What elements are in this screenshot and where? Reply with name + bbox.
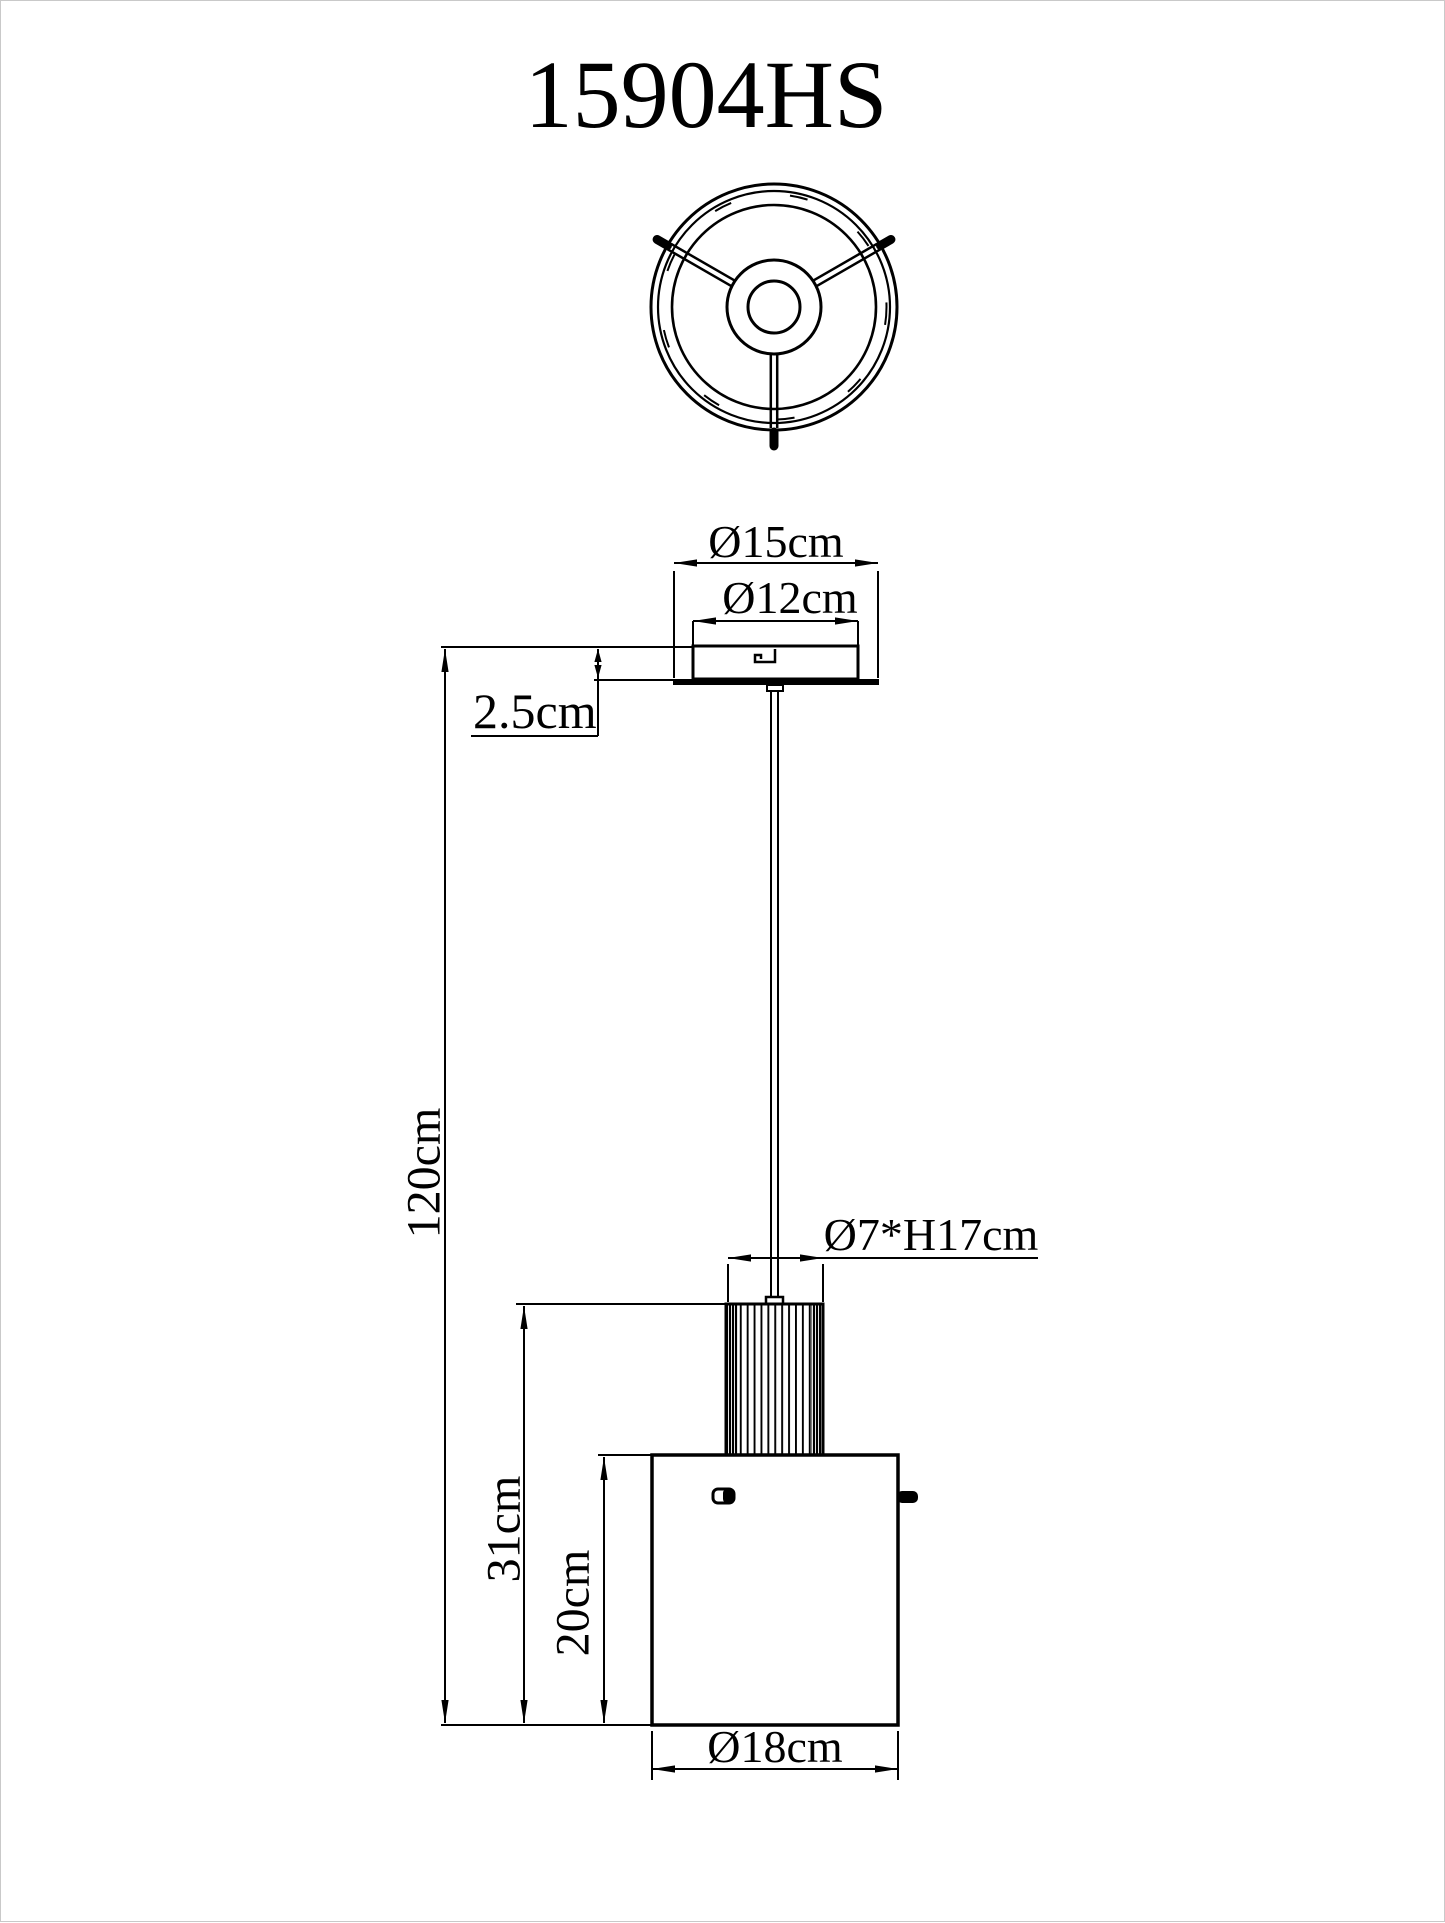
dim-fixture-height <box>516 1303 725 1723</box>
shade-inner-rim <box>670 203 878 411</box>
spoke-bottom <box>769 353 779 451</box>
side-knob <box>897 1491 918 1503</box>
hub-outer <box>725 258 823 356</box>
spoke-upper-left <box>652 235 737 288</box>
dim-canopy-inner <box>692 617 859 645</box>
shade-wave-detail <box>660 193 888 421</box>
dim-shade-height <box>598 1454 651 1723</box>
ribbed-tube-left-edge <box>727 1305 738 1454</box>
dim-label-canopy-thickness: 2.5cm <box>473 683 597 739</box>
lamp-holder-clip <box>711 1487 736 1505</box>
dim-label-fixture-height: 31cm <box>478 1476 531 1583</box>
dimensions: Ø15cm Ø12cm 2.5cm 120cm <box>398 516 1039 1780</box>
dim-canopy-outer <box>673 559 879 678</box>
dim-label-shade-height: 20cm <box>547 1550 600 1657</box>
canopy-plate <box>673 679 879 685</box>
shade-wavy-rim <box>656 189 892 425</box>
dim-label-shade-diameter: Ø18cm <box>707 1721 843 1772</box>
dim-tube <box>727 1254 1038 1302</box>
dim-shade-diameter <box>651 1731 899 1780</box>
drawing-title: 15904HS <box>525 41 888 148</box>
ribbed-tube <box>724 1302 825 1457</box>
dim-label-suspension-height: 120cm <box>398 1108 451 1239</box>
top-view <box>649 182 899 451</box>
dim-label-tube: Ø7*H17cm <box>824 1209 1039 1260</box>
suspension-cord <box>770 690 779 1299</box>
dim-canopy-thickness <box>471 649 674 737</box>
dim-suspension-height <box>441 646 693 1723</box>
shade-body <box>650 1453 900 1727</box>
spoke-upper-right <box>811 235 896 288</box>
front-view <box>650 644 918 1727</box>
dim-label-canopy-inner: Ø12cm <box>722 572 858 623</box>
canopy-bracket <box>753 649 777 664</box>
ribbed-tube-right-edge <box>811 1305 822 1454</box>
spoke-cap <box>876 235 896 250</box>
hub-inner <box>746 279 802 335</box>
dim-label-canopy-outer: Ø15cm <box>708 516 844 567</box>
spoke-cap <box>652 235 672 250</box>
